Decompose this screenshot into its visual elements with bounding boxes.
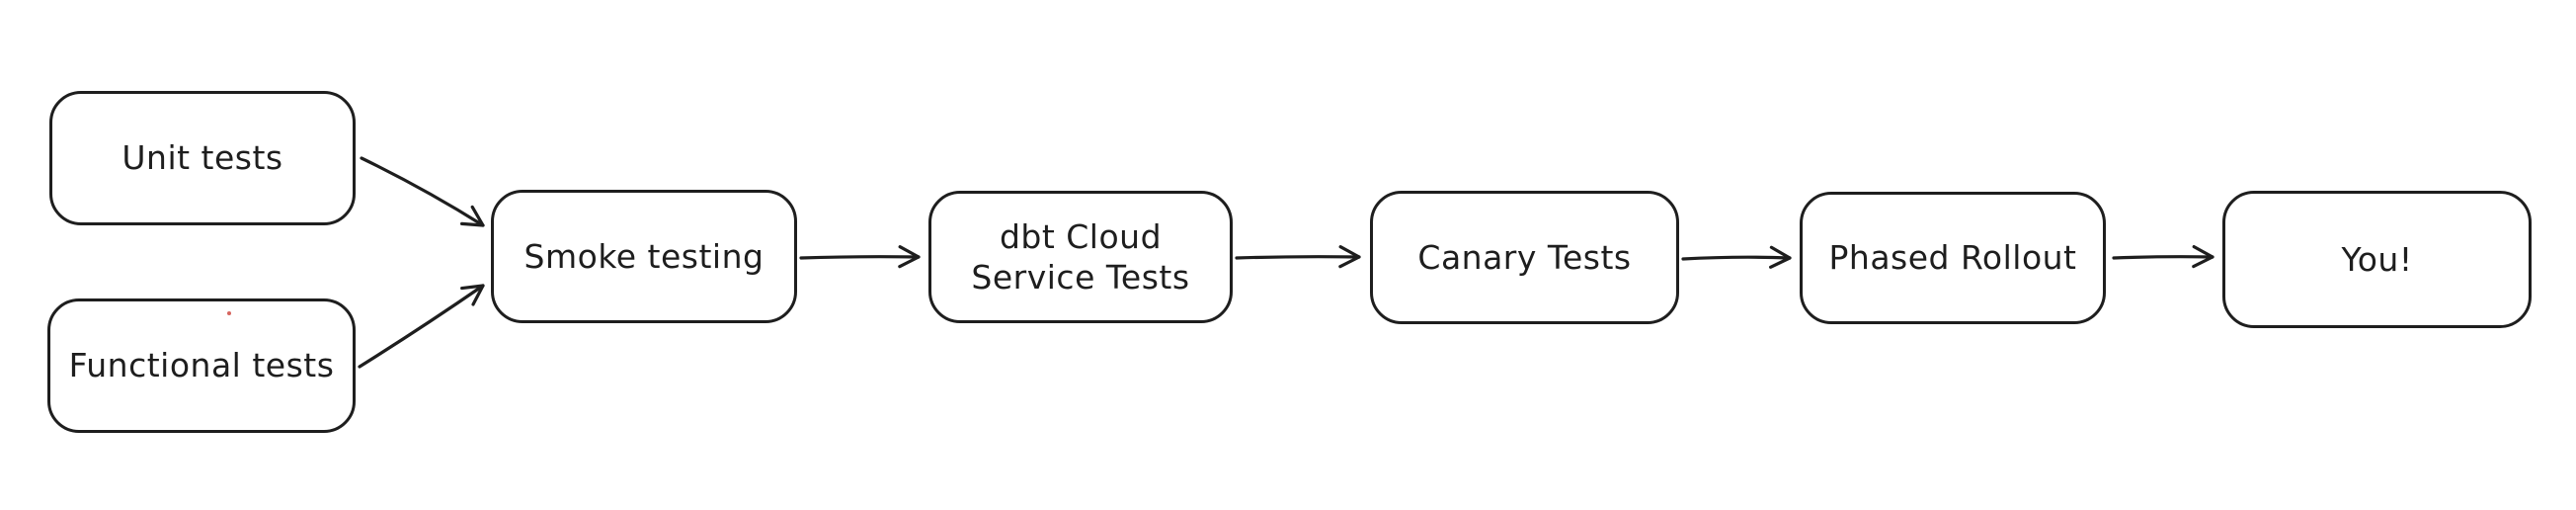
edge-phased-rollout-to-you: [2112, 245, 2214, 269]
node-unit-tests-label: Unit tests: [121, 138, 283, 178]
node-dbt-cloud-service-tests-label: dbt Cloud Service Tests: [971, 216, 1190, 297]
node-you-label: You!: [2341, 239, 2413, 279]
node-unit-tests: Unit tests: [49, 91, 356, 225]
red-dot-artifact: [227, 311, 231, 315]
node-phased-rollout: Phased Rollout: [1800, 192, 2106, 324]
node-phased-rollout-label: Phased Rollout: [1828, 238, 2077, 278]
edge-unit-tests-to-smoke-testing: [360, 156, 485, 227]
node-smoke-testing: Smoke testing: [491, 190, 797, 323]
edge-dbt-cloud-service-tests-to-canary-tests: [1235, 245, 1361, 269]
node-smoke-testing-label: Smoke testing: [523, 236, 765, 276]
node-functional-tests-label: Functional tests: [68, 346, 335, 385]
node-canary-tests-label: Canary Tests: [1417, 237, 1632, 277]
edge-functional-tests-to-smoke-testing: [358, 284, 485, 369]
node-canary-tests: Canary Tests: [1370, 191, 1679, 324]
edge-smoke-testing-to-dbt-cloud-service-tests: [799, 245, 921, 269]
node-you: You!: [2222, 191, 2532, 328]
node-functional-tests: Functional tests: [47, 298, 356, 433]
node-dbt-cloud-service-tests: dbt Cloud Service Tests: [928, 191, 1233, 323]
edge-canary-tests-to-phased-rollout: [1681, 245, 1792, 269]
